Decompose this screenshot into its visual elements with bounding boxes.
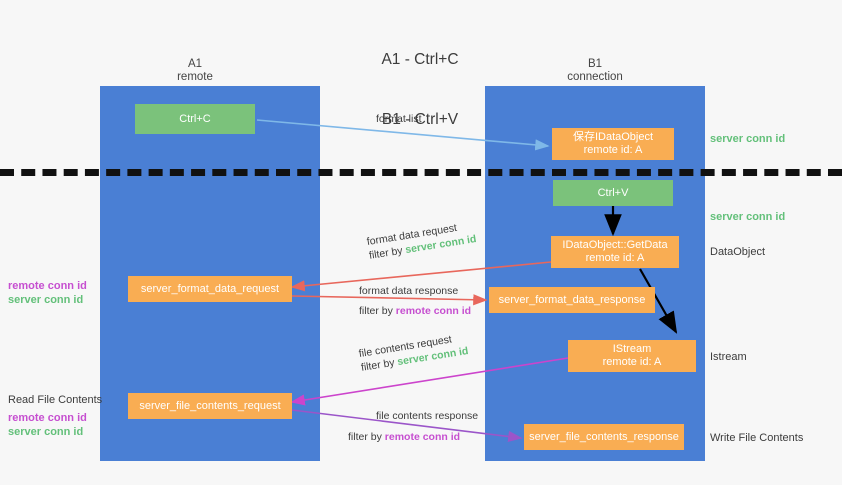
edge-label-format-data-response: format data response filter by remote co… [359,284,471,318]
node-ctrl-v-label: Ctrl+V [597,186,629,199]
lane-header-a1: A1 remote [140,58,250,84]
edge-label-format-list-text: format list [376,113,422,125]
edge-label-file-contents-response: file contents response filter by remote … [348,409,479,444]
annotation-remote-conn-id: remote conn id [8,280,87,292]
node-istream-line1: IStream [612,343,652,355]
edge-label-format-list: format list [376,112,422,126]
annotation-remote-conn-id: remote conn id [8,412,87,424]
node-server-format-data-request-label: server_format_data_request [140,282,280,295]
node-server-file-contents-request[interactable]: server_file_contents_request [128,393,292,419]
annotation-dataobject: DataObject [710,246,766,258]
lane-b1-sub: connection [567,71,623,83]
annotation-istream: Istream [710,351,747,363]
annotation-read-file-contents: Read File Contents [8,394,103,406]
node-server-file-contents-request-label: server_file_contents_request [139,399,281,412]
lane-b1-name: B1 [587,58,603,70]
annotation-server-conn-id-second: server conn id [710,211,786,223]
edge-label-file-contents-request: file contents request filter by server c… [358,330,470,375]
node-ctrl-c[interactable]: Ctrl+C [135,104,255,134]
title-line-1: A1 - Ctrl+C [381,51,459,68]
edge-label-format-data-response-text: format data response [359,285,459,297]
node-server-format-data-response-label: server_format_data_response [498,293,646,306]
node-istream-line2: remote id: A [602,356,662,368]
node-save-idataobject-line2: remote id: A [583,144,643,156]
node-save-idataobject[interactable]: 保存IDataObject remote id: A [552,128,674,160]
node-server-format-data-request[interactable]: server_format_data_request [128,276,292,302]
phase-divider [0,169,842,176]
filter-prefix: filter by [348,431,385,443]
annotation-server-conn-id: server conn id [8,426,84,438]
annotation-server-conn-id: server conn id [8,294,84,306]
edge-label-file-contents-response-filter: filter by remote conn id [348,430,478,444]
node-getdata[interactable]: IDataObject::GetData remote id: A [551,236,679,268]
node-getdata-line2: remote id: A [585,252,645,264]
node-server-file-contents-response-label: server_file_contents_response [529,430,679,443]
node-ctrl-v[interactable]: Ctrl+V [553,180,673,206]
lane-a1-name: A1 [187,58,203,70]
lane-a1-sub: remote [177,71,213,83]
lane-header-b1: B1 connection [540,58,650,84]
filter-prefix: filter by [359,305,396,317]
node-server-file-contents-response[interactable]: server_file_contents_response [524,424,684,450]
annotation-write-file-contents: Write File Contents [710,432,804,444]
node-save-idataobject-line1: 保存IDataObject [572,131,654,143]
annotation-conn-ids-upper: remote conn id server conn id [8,279,87,307]
node-istream[interactable]: IStream remote id: A [568,340,696,372]
edge-label-format-data-response-filter: filter by remote conn id [359,304,471,318]
edge-label-file-contents-response-text: file contents response [376,410,479,422]
filter-token-remote: remote conn id [395,305,472,317]
node-ctrl-c-label: Ctrl+C [179,112,211,125]
node-server-format-data-response[interactable]: server_format_data_response [489,287,655,313]
edge-label-format-data-request: format data request filter by server con… [366,218,478,263]
annotation-server-conn-id-top: server conn id [710,133,786,145]
annotation-conn-ids-lower: remote conn id server conn id [8,411,87,439]
filter-token-remote: remote conn id [384,431,461,443]
node-getdata-line1: IDataObject::GetData [562,239,668,251]
